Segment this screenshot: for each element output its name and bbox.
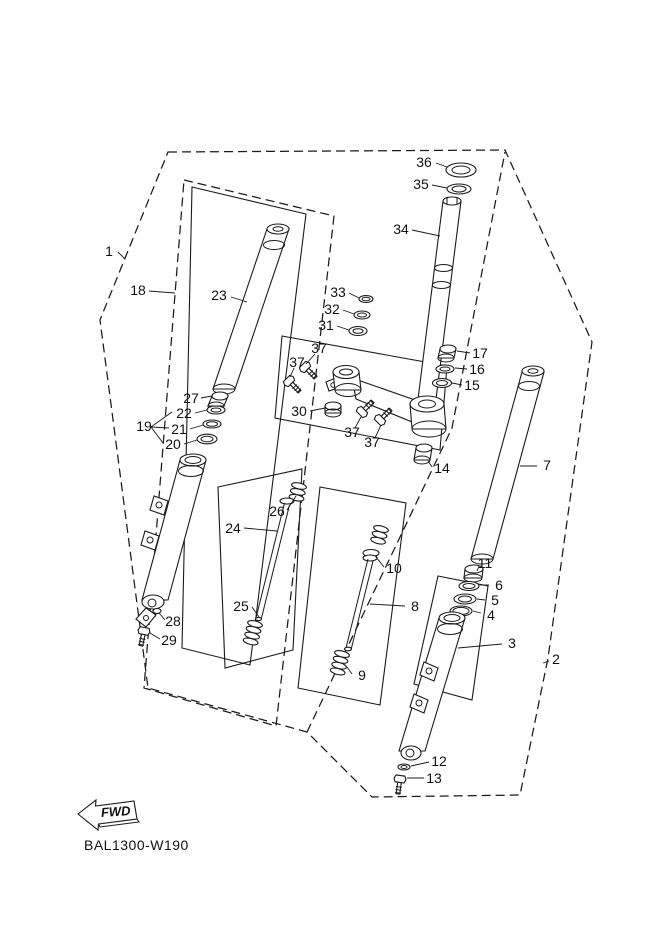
part-label-3: 3	[508, 635, 516, 651]
part-label-37b: 37	[289, 354, 305, 370]
diagram-code: BAL1300-W190	[84, 837, 189, 853]
assembly-outline-1	[99, 149, 593, 798]
part-washer-16	[435, 364, 455, 374]
part-label-33: 33	[330, 284, 346, 300]
part-label-25: 25	[233, 598, 249, 614]
part-label-10: 10	[386, 560, 402, 576]
part-damper-rod-left	[254, 497, 295, 622]
part-label-5: 5	[491, 592, 499, 608]
part-rebound-spring-left	[242, 618, 264, 647]
part-label-24: 24	[225, 520, 241, 536]
part-label-15: 15	[464, 377, 480, 393]
part-label-23: 23	[211, 287, 227, 303]
box-damper-left	[217, 468, 303, 669]
part-label-8: 8	[411, 598, 419, 614]
leader-lines	[117, 162, 550, 779]
part-label-37c: 37	[344, 424, 360, 440]
assembly-outline-18	[143, 179, 335, 727]
part-ring-31	[348, 325, 368, 337]
part-label-26: 26	[269, 503, 285, 519]
part-label-9: 9	[358, 667, 366, 683]
part-label-35: 35	[413, 176, 429, 192]
part-label-21: 21	[171, 421, 187, 437]
part-label-37a: 37	[311, 340, 327, 356]
part-ring-nut-17	[437, 344, 457, 363]
sub-assembly-boxes	[181, 186, 489, 706]
part-number-labels: 1 18 23 33 32 31 36 35 34 37 37 30 37 37…	[105, 154, 560, 786]
part-outer-tube-right	[398, 611, 466, 761]
part-label-11: 11	[478, 555, 493, 571]
part-label-7: 7	[543, 457, 551, 473]
part-washer-right	[458, 580, 480, 592]
part-oil-seal-right	[453, 593, 477, 605]
part-label-28: 28	[165, 613, 181, 629]
part-rebound-spring-right	[329, 648, 351, 677]
part-label-27: 27	[183, 390, 199, 406]
part-label-29: 29	[161, 632, 177, 648]
part-washer-12	[397, 763, 411, 771]
part-label-18: 18	[130, 282, 146, 298]
part-bushing-right	[463, 564, 484, 583]
part-label-20: 20	[165, 436, 181, 452]
part-label-4: 4	[487, 607, 495, 623]
part-damper-rod-right	[343, 548, 380, 652]
part-oil-seal-left	[196, 433, 218, 445]
part-ring-32	[353, 310, 371, 320]
part-ring-left	[202, 419, 222, 429]
part-spring-seat-right	[369, 523, 390, 546]
part-label-37d: 37	[364, 434, 380, 450]
assembly-outline-2	[306, 151, 506, 733]
part-ring-33	[358, 294, 374, 304]
assembly-boundaries	[99, 149, 593, 798]
part-ring-15	[431, 377, 453, 389]
part-collar-nut-30	[324, 401, 342, 418]
part-label-17: 17	[472, 345, 488, 361]
part-label-2: 2	[552, 651, 560, 667]
part-under-bracket	[325, 364, 447, 438]
part-bolt-right-leg	[391, 774, 407, 796]
part-label-14: 14	[434, 460, 450, 476]
part-label-31: 31	[318, 317, 334, 333]
part-label-12: 12	[431, 753, 447, 769]
part-label-32: 32	[324, 301, 340, 317]
part-outer-tube-left	[135, 453, 207, 628]
part-collar-14	[413, 443, 433, 465]
box-damper-right	[297, 486, 407, 706]
part-cap-nut	[445, 162, 477, 178]
part-washer-left	[206, 405, 226, 415]
part-inner-tube-right	[470, 365, 545, 565]
part-label-6: 6	[495, 577, 503, 593]
fwd-label: FWD	[100, 803, 131, 820]
part-inner-tube-left	[212, 223, 290, 395]
part-label-13: 13	[426, 770, 442, 786]
part-cap-washer	[446, 183, 472, 195]
fwd-marker: FWD	[77, 798, 140, 832]
box-steering-bracket	[274, 335, 448, 451]
part-drain-screw	[152, 607, 162, 618]
part-label-34: 34	[393, 221, 409, 237]
part-label-19: 19	[136, 418, 152, 434]
part-label-1: 1	[105, 243, 113, 259]
part-label-16: 16	[469, 361, 485, 377]
part-label-30: 30	[291, 403, 307, 419]
part-label-22: 22	[176, 405, 192, 421]
part-label-36: 36	[416, 154, 432, 170]
